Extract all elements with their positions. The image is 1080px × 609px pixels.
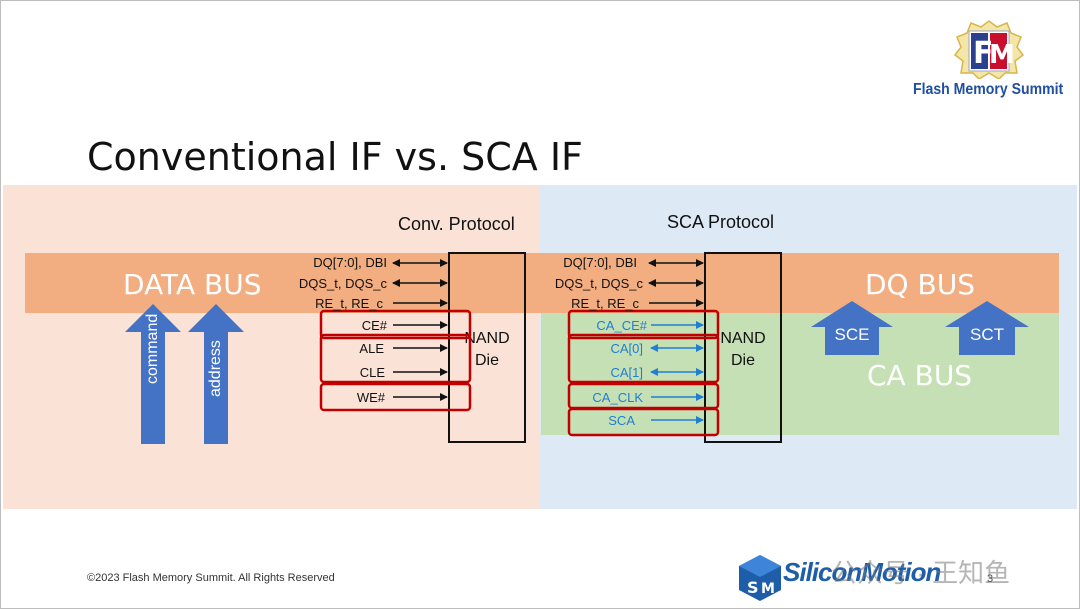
silicon-motion-logo-text: SiliconMotion <box>783 557 941 587</box>
sca-signal-ca-clk: CA_CLK <box>592 390 643 405</box>
page-number: 3 <box>987 573 994 585</box>
sce-arrow <box>811 301 893 355</box>
conv-signal-we: WE# <box>356 390 385 405</box>
conventional-panel <box>3 185 540 509</box>
conv-highlight-ce <box>319 309 472 340</box>
sct-arrow <box>945 301 1029 355</box>
conv-nand-die-box <box>448 252 526 443</box>
sca-signal-sca: SCA <box>608 413 635 428</box>
svg-text:M: M <box>989 40 1015 70</box>
sca-protocol-heading: SCA Protocol <box>667 212 775 232</box>
ca-bus-label: CA BUS <box>867 359 973 392</box>
conv-signal-ale: ALE <box>359 341 384 356</box>
dq-bus-label: DQ BUS <box>865 268 975 301</box>
sct-arrow-label: SCT <box>970 325 1004 344</box>
sca-signal-dq: DQ[7:0], DBI <box>563 255 637 270</box>
conv-signal-cle: CLE <box>359 365 385 380</box>
page-title: Conventional IF vs. SCA IF <box>87 135 583 179</box>
conv-signal-dq: DQ[7:0], DBI <box>313 255 387 270</box>
conv-highlight-we <box>319 382 472 412</box>
conv-highlight-ale-cle <box>319 333 472 384</box>
sca-highlight-ca01 <box>567 333 720 384</box>
conv-protocol-heading: Conv. Protocol <box>398 214 515 234</box>
address-arrow <box>188 304 244 444</box>
flash-memory-summit-logo-icon: F M <box>953 20 1025 79</box>
sca-nand-label: NAND Die <box>720 330 766 369</box>
sca-highlight-sca <box>567 407 720 437</box>
conv-signal-ce: CE# <box>361 318 387 333</box>
sca-signal-ca-ce: CA_CE# <box>596 318 647 333</box>
sca-signal-dqs: DQS_t, DQS_c <box>554 276 643 291</box>
watermark-text: 公众号 · 王知鱼 <box>831 558 1011 588</box>
svg-text:M: M <box>761 581 775 597</box>
fms-logo-text: Flash Memory Summit <box>913 81 1064 98</box>
command-arrow <box>125 304 181 444</box>
sca-signal-ca0: CA[0] <box>610 341 643 356</box>
conv-nand-label: NAND Die <box>464 330 510 369</box>
sce-arrow-label: SCE <box>834 325 870 344</box>
sca-signal-ca1: CA[1] <box>610 365 643 380</box>
data-bus-band <box>25 253 1059 313</box>
conv-signal-re: RE_t, RE_c <box>315 296 383 311</box>
conv-signal-dqs: DQS_t, DQS_c <box>298 276 387 291</box>
sca-highlight-ca-ce <box>567 309 720 340</box>
svg-text:F: F <box>973 36 994 71</box>
footer-copyright: ©2023 Flash Memory Summit. All Rights Re… <box>87 572 335 584</box>
sca-nand-die-box <box>704 252 782 443</box>
data-bus-label: DATA BUS <box>123 268 262 301</box>
sca-signal-re: RE_t, RE_c <box>571 296 639 311</box>
silicon-motion-logo-icon: S M <box>739 555 781 601</box>
svg-text:S: S <box>747 578 759 597</box>
